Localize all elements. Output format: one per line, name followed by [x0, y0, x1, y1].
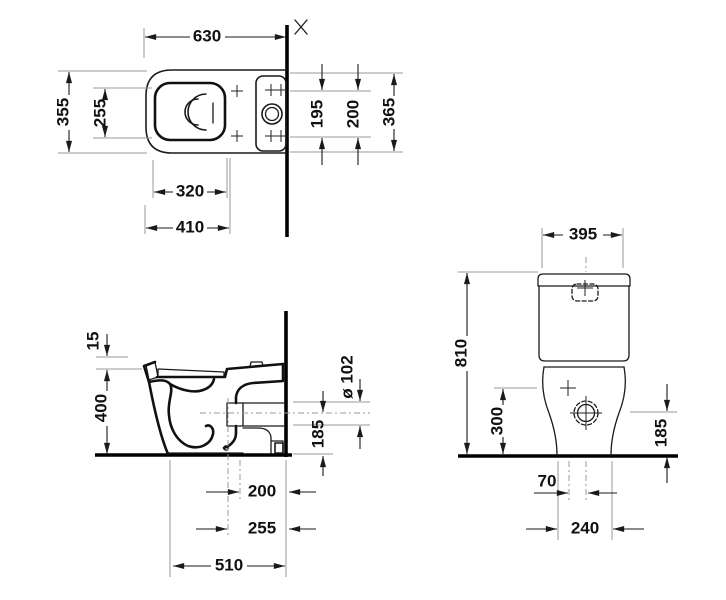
fixing-cross-icon	[275, 130, 287, 142]
flush-button-cross-icon	[577, 280, 593, 296]
dim-outlet-from-wall-label: 200	[248, 482, 276, 501]
dim-tank-width-label: 395	[569, 225, 597, 244]
rear-shelf-section	[234, 362, 285, 405]
fixing-cross-icon	[231, 130, 243, 142]
dim-bowl-length-label: 410	[176, 218, 204, 237]
bowl-trap-section	[147, 379, 215, 449]
dim-base-width-label: 240	[571, 519, 599, 538]
bowl-inner-rim	[168, 377, 216, 393]
dim-fixing-span-b-label: 200	[344, 100, 363, 128]
wall-break-icon	[294, 19, 308, 35]
fixing-cross-icon	[231, 85, 243, 97]
dim-overall-height-label: 810	[452, 339, 471, 367]
seat-opening-outline	[153, 81, 227, 142]
plan-view: 630 355 255 320 410 195 200 365	[54, 19, 403, 237]
cistern-outline-plan	[255, 75, 287, 152]
drain-plug-circle	[223, 445, 229, 451]
dim-outlet-height-label: 185	[309, 420, 328, 448]
bowl-arc-outer	[187, 93, 207, 131]
outlet-section	[226, 402, 244, 427]
dim-opening-length-label: 320	[176, 182, 204, 201]
fixing-cross-icon	[560, 380, 576, 396]
dim-rear-span-label: 365	[380, 98, 399, 126]
dim-seat-height-label: 400	[92, 394, 111, 422]
rim-shelf-section	[155, 362, 285, 379]
bowl-right-front	[610, 366, 626, 456]
dim-seat-width-label: 255	[91, 99, 110, 127]
cistern-lid-front	[537, 273, 631, 287]
dim-outlet-diameter-label: ø 102	[338, 355, 357, 398]
fixing-cross-icon	[275, 84, 287, 96]
dim-overall-depth-label: 510	[215, 556, 243, 575]
cistern-body-front	[538, 285, 630, 362]
sump-section	[222, 424, 238, 450]
dim-supply-offset-label: 70	[538, 472, 557, 491]
dim-overall-length-label: 630	[193, 27, 221, 46]
side-view: 15 400 ø 102 185 200 255 510	[84, 311, 370, 577]
dim-fixing-from-wall-label: 255	[248, 519, 276, 538]
flush-valve-inner-circle	[264, 106, 280, 122]
flush-valve-circle	[261, 103, 283, 125]
supply-hole-cross-icon	[570, 396, 602, 430]
dim-supply-height-label: 300	[488, 407, 507, 435]
outlet-bracket	[274, 442, 284, 454]
bowl-arc-inner	[184, 98, 199, 126]
dim-fixing-span-a-label: 195	[308, 100, 327, 128]
toilet-body-outline-plan	[145, 69, 287, 154]
rear-foot-profile	[242, 427, 284, 454]
dim-supply-height-floor-label: 185	[652, 419, 671, 447]
bowl-left-front	[542, 366, 558, 456]
dim-seat-rise-label: 15	[84, 332, 103, 351]
front-view: 395 810 300 185 70 240	[452, 225, 678, 540]
dim-overall-width-label: 355	[54, 98, 73, 126]
